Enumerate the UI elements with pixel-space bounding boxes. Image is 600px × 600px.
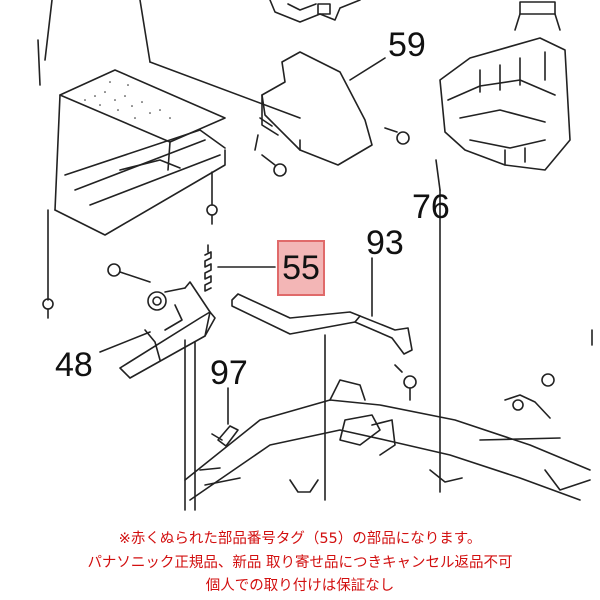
screw-far-right [504,373,555,419]
screw-59b [261,154,287,177]
top-bracket-part [269,0,361,23]
part-97-pin [211,387,239,447]
screw-59a [384,127,410,145]
label-part-76: 76 [412,188,450,226]
label-part-93: 93 [366,224,404,262]
caption-line-2: パナソニック正規品、新品 取り寄せ品につきキャンセル返品不可 [87,555,513,571]
part-93-rod [231,257,413,501]
screw-48 [107,263,151,283]
part-76-housing [439,1,571,171]
label-part-59: 59 [388,26,426,64]
lower-chassis-base [184,379,591,501]
highlighted-part-tag-55: 55 [277,240,325,296]
screw-left [42,298,54,319]
exploded-parts-drawing: 59 76 93 48 97 [37,0,593,511]
label-part-97: 97 [210,354,248,392]
caption-line-1: ※赤くぬられた部品番号タグ（55）の部品になります。 [118,531,482,547]
part-59-cover [254,51,410,177]
caption-line-3: 個人での取り付けは保証なし [205,578,395,594]
left-tray-panel [54,69,226,236]
label-part-48: 48 [55,346,93,384]
part-55-spring [204,244,276,292]
screw-right [394,364,417,401]
part-48-bracket [99,281,216,379]
label-part-55: 55 [282,249,320,287]
screw-tray [206,171,218,225]
